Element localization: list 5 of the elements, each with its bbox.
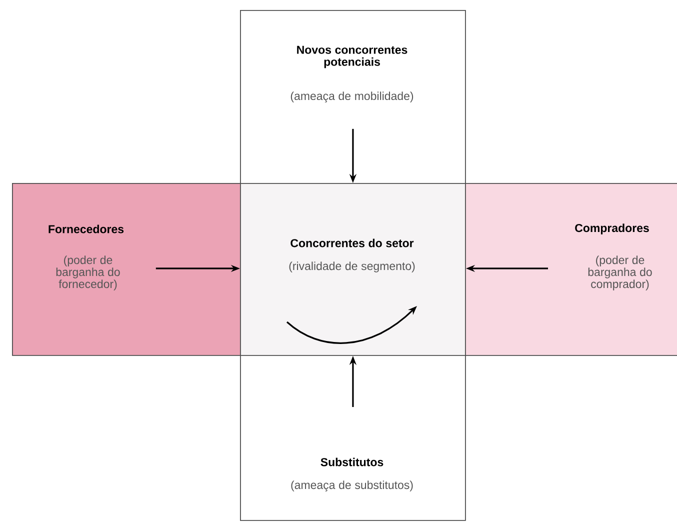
panel-box: Concorrentes do setor (rivalidade de segmento) xyxy=(240,183,466,356)
panel-box: Novos concorrentes potenciais (ameaça de mobilidade) xyxy=(240,10,466,184)
panel-box: Compradores (poder de barganha do comprador) xyxy=(465,183,677,356)
panel-box: Fornecedores (poder de barganha do fornecedor) xyxy=(12,183,241,356)
panel-box: Substitutos (ameaça de substitutos) xyxy=(240,355,466,521)
